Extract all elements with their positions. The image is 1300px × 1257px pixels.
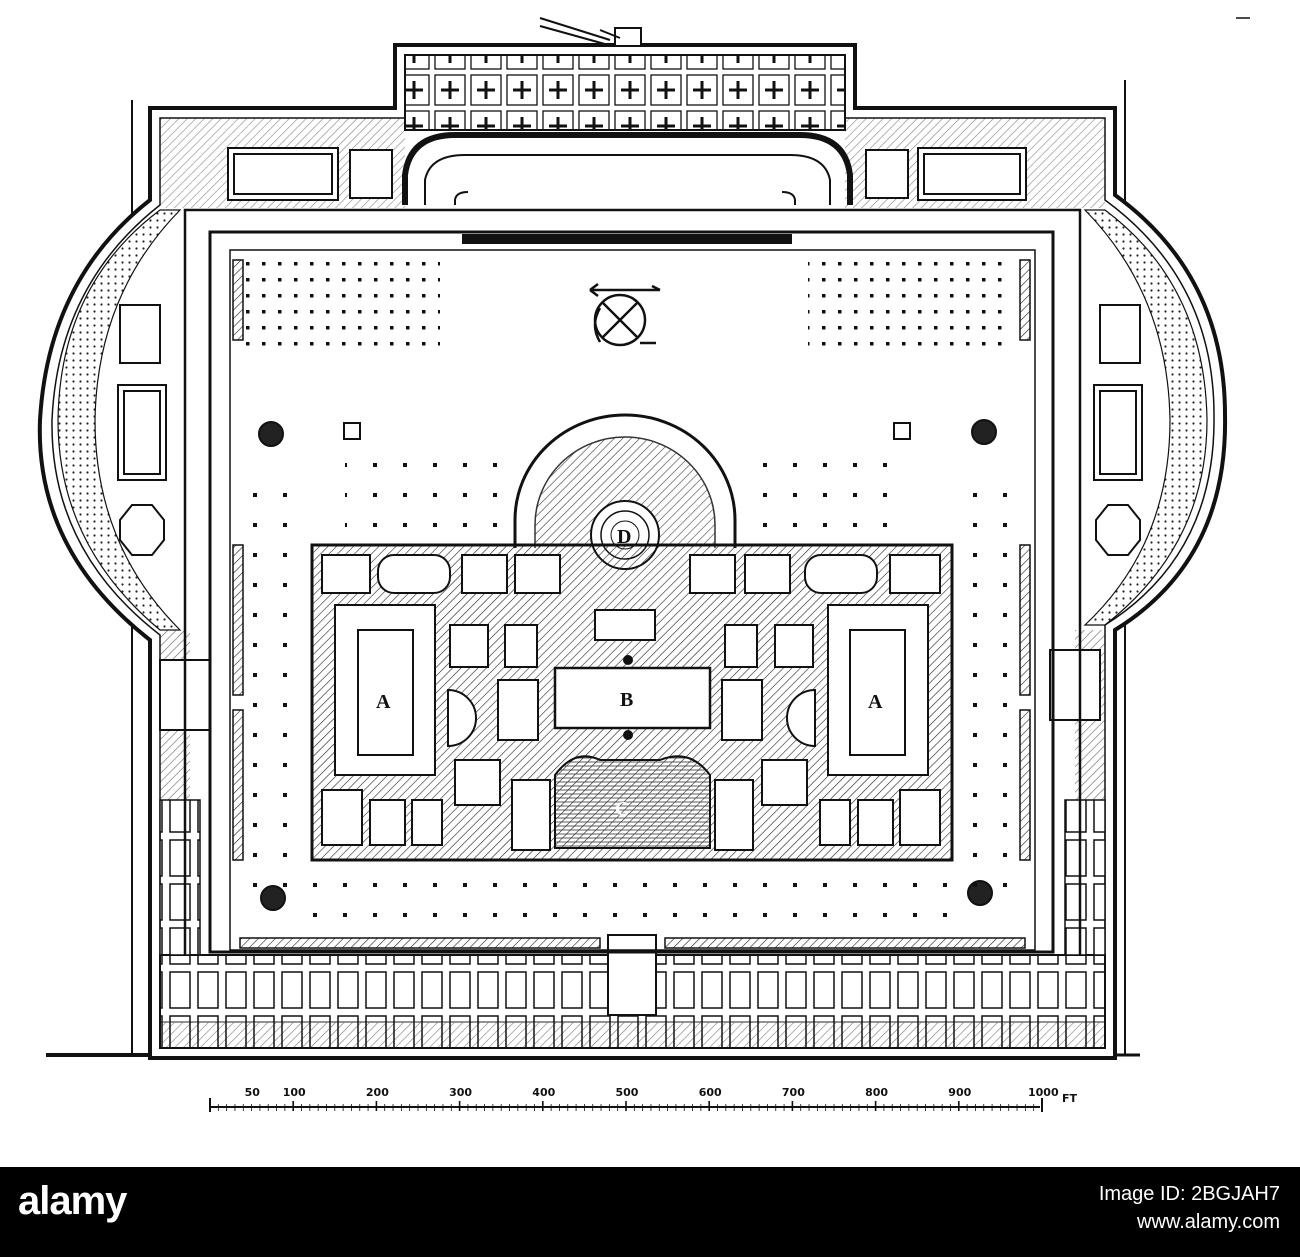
stock-url: www.alamy.com xyxy=(1137,1211,1280,1233)
north-colonnade-right xyxy=(808,260,1003,350)
left-side-chambers xyxy=(159,799,201,956)
scale-tick-label: 500 xyxy=(616,1086,639,1099)
label-c: C xyxy=(615,798,629,820)
scale-tick-label: 300 xyxy=(449,1086,472,1099)
stock-logo: alamy xyxy=(18,1179,127,1223)
scale-tick-label: 900 xyxy=(948,1086,971,1099)
label-a-left: A xyxy=(376,691,391,713)
colonnade-south xyxy=(300,860,960,930)
stadium-seating xyxy=(402,132,853,205)
central-entrance xyxy=(607,934,657,1016)
scale-tick-label: 700 xyxy=(782,1086,805,1099)
scale-unit: FT xyxy=(1062,1092,1078,1105)
image-id-label: Image ID: 2BGJAH7 xyxy=(1098,1183,1280,1205)
scale-tick-label: 50 xyxy=(245,1086,261,1099)
frigidarium-hall xyxy=(553,666,712,730)
label-d: D xyxy=(617,526,631,548)
floor-plan: A A B C D 50 100 200 300 400 500 600 700 800 900 1… xyxy=(37,17,1250,1112)
colonnade-west xyxy=(240,490,300,910)
label-a-right: A xyxy=(868,691,883,713)
right-side-chambers xyxy=(1064,799,1106,956)
right-exedra-rooms xyxy=(1049,304,1143,721)
scale-tick-label: 100 xyxy=(283,1086,306,1099)
compass-rose-icon xyxy=(589,283,661,347)
top-corner-rooms xyxy=(227,147,1027,201)
precinct-walls xyxy=(183,208,1082,955)
side-wall-niches xyxy=(232,259,1031,949)
stadium-inner-curve xyxy=(424,154,831,205)
natatio-pool xyxy=(554,755,711,849)
bath-rooms xyxy=(321,554,941,851)
scale-tick-label: 200 xyxy=(366,1086,389,1099)
scale-bar: 50 100 200 300 400 500 600 700 800 900 1000 FT xyxy=(209,1086,1078,1112)
scale-tick-label: 400 xyxy=(532,1086,555,1099)
square-plinths xyxy=(343,422,911,440)
colonnade-north-right xyxy=(740,450,910,540)
scale-tick-label: 1000 xyxy=(1028,1086,1059,1099)
north-colonnade-left xyxy=(245,260,440,350)
stock-footer-bar: alamy Image ID: 2BGJAH7 www.alamy.com xyxy=(0,1167,1300,1257)
scale-tick-label: 600 xyxy=(699,1086,722,1099)
bottom-chambers-band xyxy=(159,1021,1106,1049)
stadium-end-right xyxy=(781,191,796,205)
stadium-end-left xyxy=(454,191,469,205)
label-b: B xyxy=(620,689,633,711)
scale-tick-label: 800 xyxy=(865,1086,888,1099)
aqueduct-entrance xyxy=(539,17,642,47)
colonnade-north-left xyxy=(345,450,515,540)
colonnade-east xyxy=(960,490,1020,910)
precinct-gateway xyxy=(462,234,792,244)
caldarium-inner xyxy=(534,436,716,548)
cistern-block xyxy=(404,54,846,131)
